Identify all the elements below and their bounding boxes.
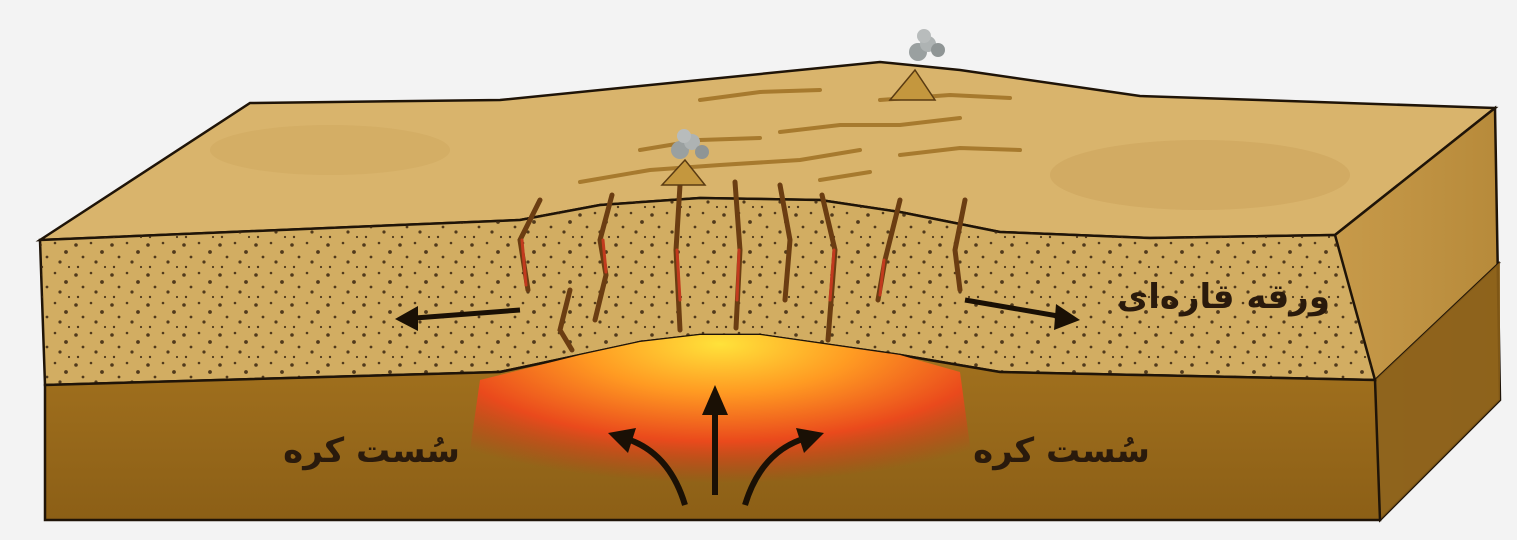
asthenosphere-label-left: سُست کره: [283, 431, 460, 471]
surface-shade: [1050, 140, 1350, 210]
asthenosphere-label-right: سُست کره: [973, 431, 1150, 471]
plate-label: ورقه قاره‌ای: [1117, 277, 1330, 317]
surface-shade: [210, 125, 450, 175]
